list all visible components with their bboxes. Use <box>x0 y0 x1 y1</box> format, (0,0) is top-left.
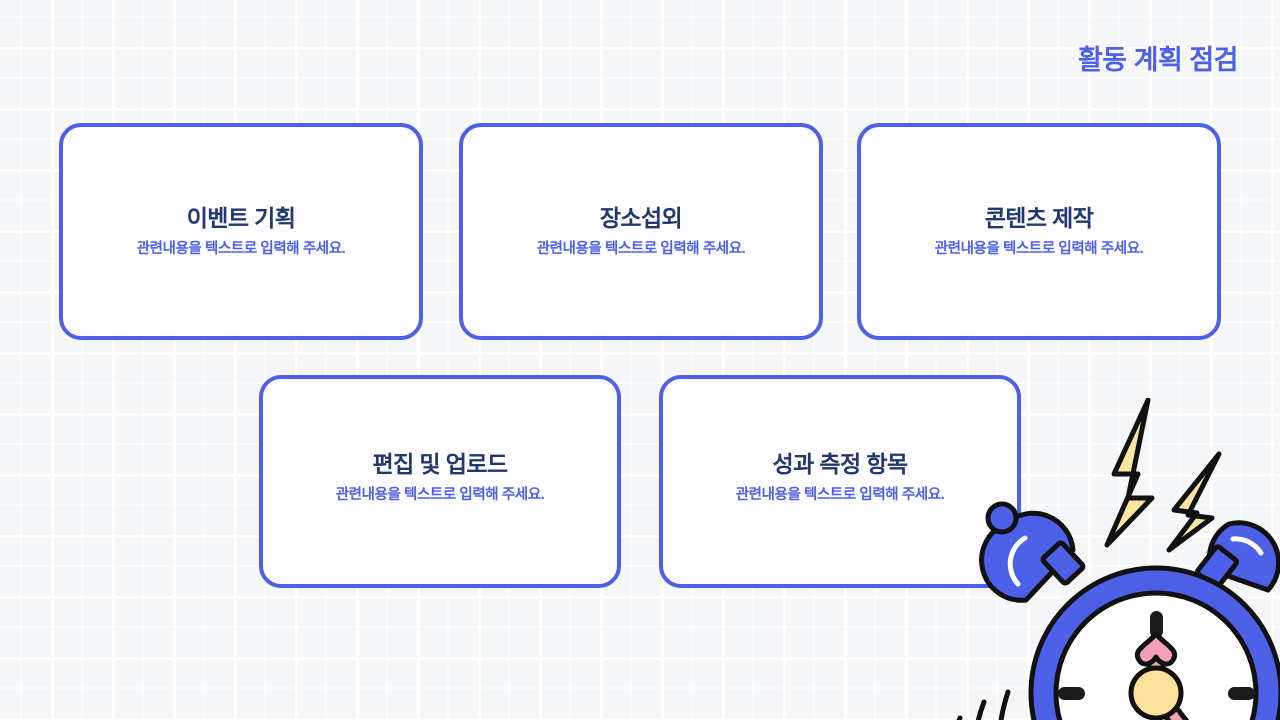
card-content: 편집 및 업로드 관련내용을 텍스트로 입력해 주세요. <box>336 451 545 504</box>
spark-large-icon <box>1104 398 1155 548</box>
card-performance-metrics[interactable]: 성과 측정 항목 관련내용을 텍스트로 입력해 주세요. <box>659 375 1021 588</box>
card-venue-booking[interactable]: 장소섭외 관련내용을 텍스트로 입력해 주세요. <box>459 123 823 340</box>
card-title: 편집 및 업로드 <box>372 451 509 477</box>
bell-neck-right <box>1195 544 1239 590</box>
page-title: 활동 계획 점검 <box>1077 45 1239 75</box>
tick-3 <box>1228 687 1255 700</box>
card-title: 콘텐츠 제작 <box>984 205 1094 231</box>
bell-neck-left <box>1040 540 1086 586</box>
card-title: 이벤트 기획 <box>186 205 296 231</box>
card-edit-and-upload[interactable]: 편집 및 업로드 관련내용을 텍스트로 입력해 주세요. <box>259 375 621 588</box>
clock-body <box>1028 565 1280 720</box>
card-description: 관련내용을 텍스트로 입력해 주세요. <box>136 240 346 257</box>
clock-center-hub <box>1128 665 1184 720</box>
clock-hour-hand <box>1146 683 1204 720</box>
card-description: 관련내용을 텍스트로 입력해 주세요. <box>536 240 746 257</box>
card-content: 콘텐츠 제작 관련내용을 텍스트로 입력해 주세요. <box>935 205 1144 258</box>
tick-12 <box>1150 611 1163 638</box>
card-description: 관련내용을 텍스트로 입력해 주세요. <box>735 486 945 503</box>
card-content: 장소섭외 관련내용을 텍스트로 입력해 주세요. <box>537 205 746 258</box>
card-description: 관련내용을 텍스트로 입력해 주세요. <box>335 486 545 503</box>
card-description: 관련내용을 텍스트로 입력해 주세요. <box>934 240 1144 257</box>
clock-minute-hand <box>1134 631 1178 704</box>
card-title: 성과 측정 항목 <box>772 451 909 477</box>
card-content: 성과 측정 항목 관련내용을 텍스트로 입력해 주세요. <box>736 451 945 504</box>
clock-face <box>1053 590 1259 720</box>
spark-small-icon <box>1166 451 1222 553</box>
motion-lines-icon <box>956 689 1011 720</box>
bell-right-icon <box>1206 520 1280 593</box>
card-event-planning[interactable]: 이벤트 기획 관련내용을 텍스트로 입력해 주세요. <box>59 123 423 340</box>
card-content: 이벤트 기획 관련내용을 텍스트로 입력해 주세요. <box>137 205 346 258</box>
card-content-production[interactable]: 콘텐츠 제작 관련내용을 텍스트로 입력해 주세요. <box>857 123 1221 340</box>
card-title: 장소섭외 <box>599 205 683 231</box>
tick-9 <box>1058 687 1085 700</box>
